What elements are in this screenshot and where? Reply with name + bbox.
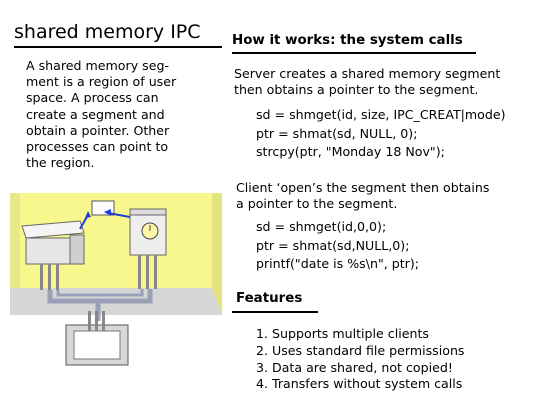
code-line: strcpy(ptr, "Monday 18 Nov"); — [256, 144, 445, 159]
pipe — [56, 289, 144, 297]
server-description: Server creates a shared memory segment t… — [234, 66, 500, 98]
intro-line: the region. — [26, 155, 95, 171]
process-left-leg — [40, 264, 43, 290]
title-underline — [14, 46, 222, 48]
feature-item: 4. Transfers without system calls — [256, 376, 463, 392]
code-line: sd = shmget(id,0,0); — [256, 219, 387, 234]
arrowhead-icon — [104, 209, 111, 216]
intro-line: processes can point to — [26, 139, 169, 155]
right-wall-edge — [212, 193, 222, 315]
kernel-pin — [102, 311, 105, 331]
process-right-top — [129, 208, 167, 216]
pointer-arrow-right — [107, 212, 131, 218]
code-line: ptr = shmat(sd,NULL,0); — [256, 237, 410, 253]
how-heading-underline — [232, 52, 476, 54]
page-title: shared memory IPC — [14, 21, 201, 43]
code-line: sd = shmget(id, size, IPC_CREAT|mode) — [256, 107, 506, 122]
intro-line: space. A process can — [26, 90, 159, 106]
process-right-leg — [146, 255, 149, 289]
process-right-leg — [138, 255, 141, 289]
how-it-works-heading: How it works: the system calls — [232, 33, 463, 48]
process-left-leg — [56, 264, 59, 290]
client-description: Client ‘open’s the segment then obtains … — [236, 180, 489, 212]
features-heading: Features — [236, 291, 303, 306]
arrowhead-icon — [85, 211, 91, 218]
left-wall-edge — [10, 193, 20, 288]
intro-line: ment is a region of user — [26, 74, 177, 90]
server-line: Server creates a shared memory segment — [234, 66, 501, 81]
feature-item: 1. Supports multiple clients — [256, 326, 429, 341]
intro-line: create a segment and — [26, 106, 165, 122]
kernel-pin — [95, 311, 98, 331]
process-right-leg — [154, 255, 157, 289]
client-line: a pointer to the segment. — [236, 196, 398, 212]
intro-line: obtain a pointer. Other — [26, 122, 170, 138]
client-line: Client ‘open’s the segment then obtains — [236, 180, 490, 195]
features-heading-underline — [232, 311, 318, 313]
process-left-leg — [48, 264, 51, 290]
process-left-top — [21, 220, 85, 239]
code-line: ptr = shmat(sd, NULL, 0); — [256, 125, 418, 141]
shared-memory-illustration — [10, 193, 222, 366]
intro-line: A shared memory seg- — [26, 58, 169, 73]
intro-text: A shared memory seg- ment is a region of… — [26, 58, 221, 171]
feature-item: 3. Data are shared, not copied! — [256, 359, 453, 375]
kernel-box-inner — [73, 330, 121, 360]
server-line: then obtains a pointer to the segment. — [234, 82, 479, 98]
feature-item: 2. Uses standard file permissions — [256, 342, 465, 358]
server-code: sd = shmget(id, size, IPC_CREAT|mode) pt… — [256, 106, 506, 162]
features-list: 1. Supports multiple clients 2. Uses sta… — [256, 326, 465, 393]
process-left-side — [69, 234, 85, 265]
client-code: sd = shmget(id,0,0); ptr = shmat(sd,NULL… — [256, 218, 419, 274]
kernel-pin — [88, 311, 91, 331]
code-line: printf("date is %s\n", ptr); — [256, 256, 420, 271]
